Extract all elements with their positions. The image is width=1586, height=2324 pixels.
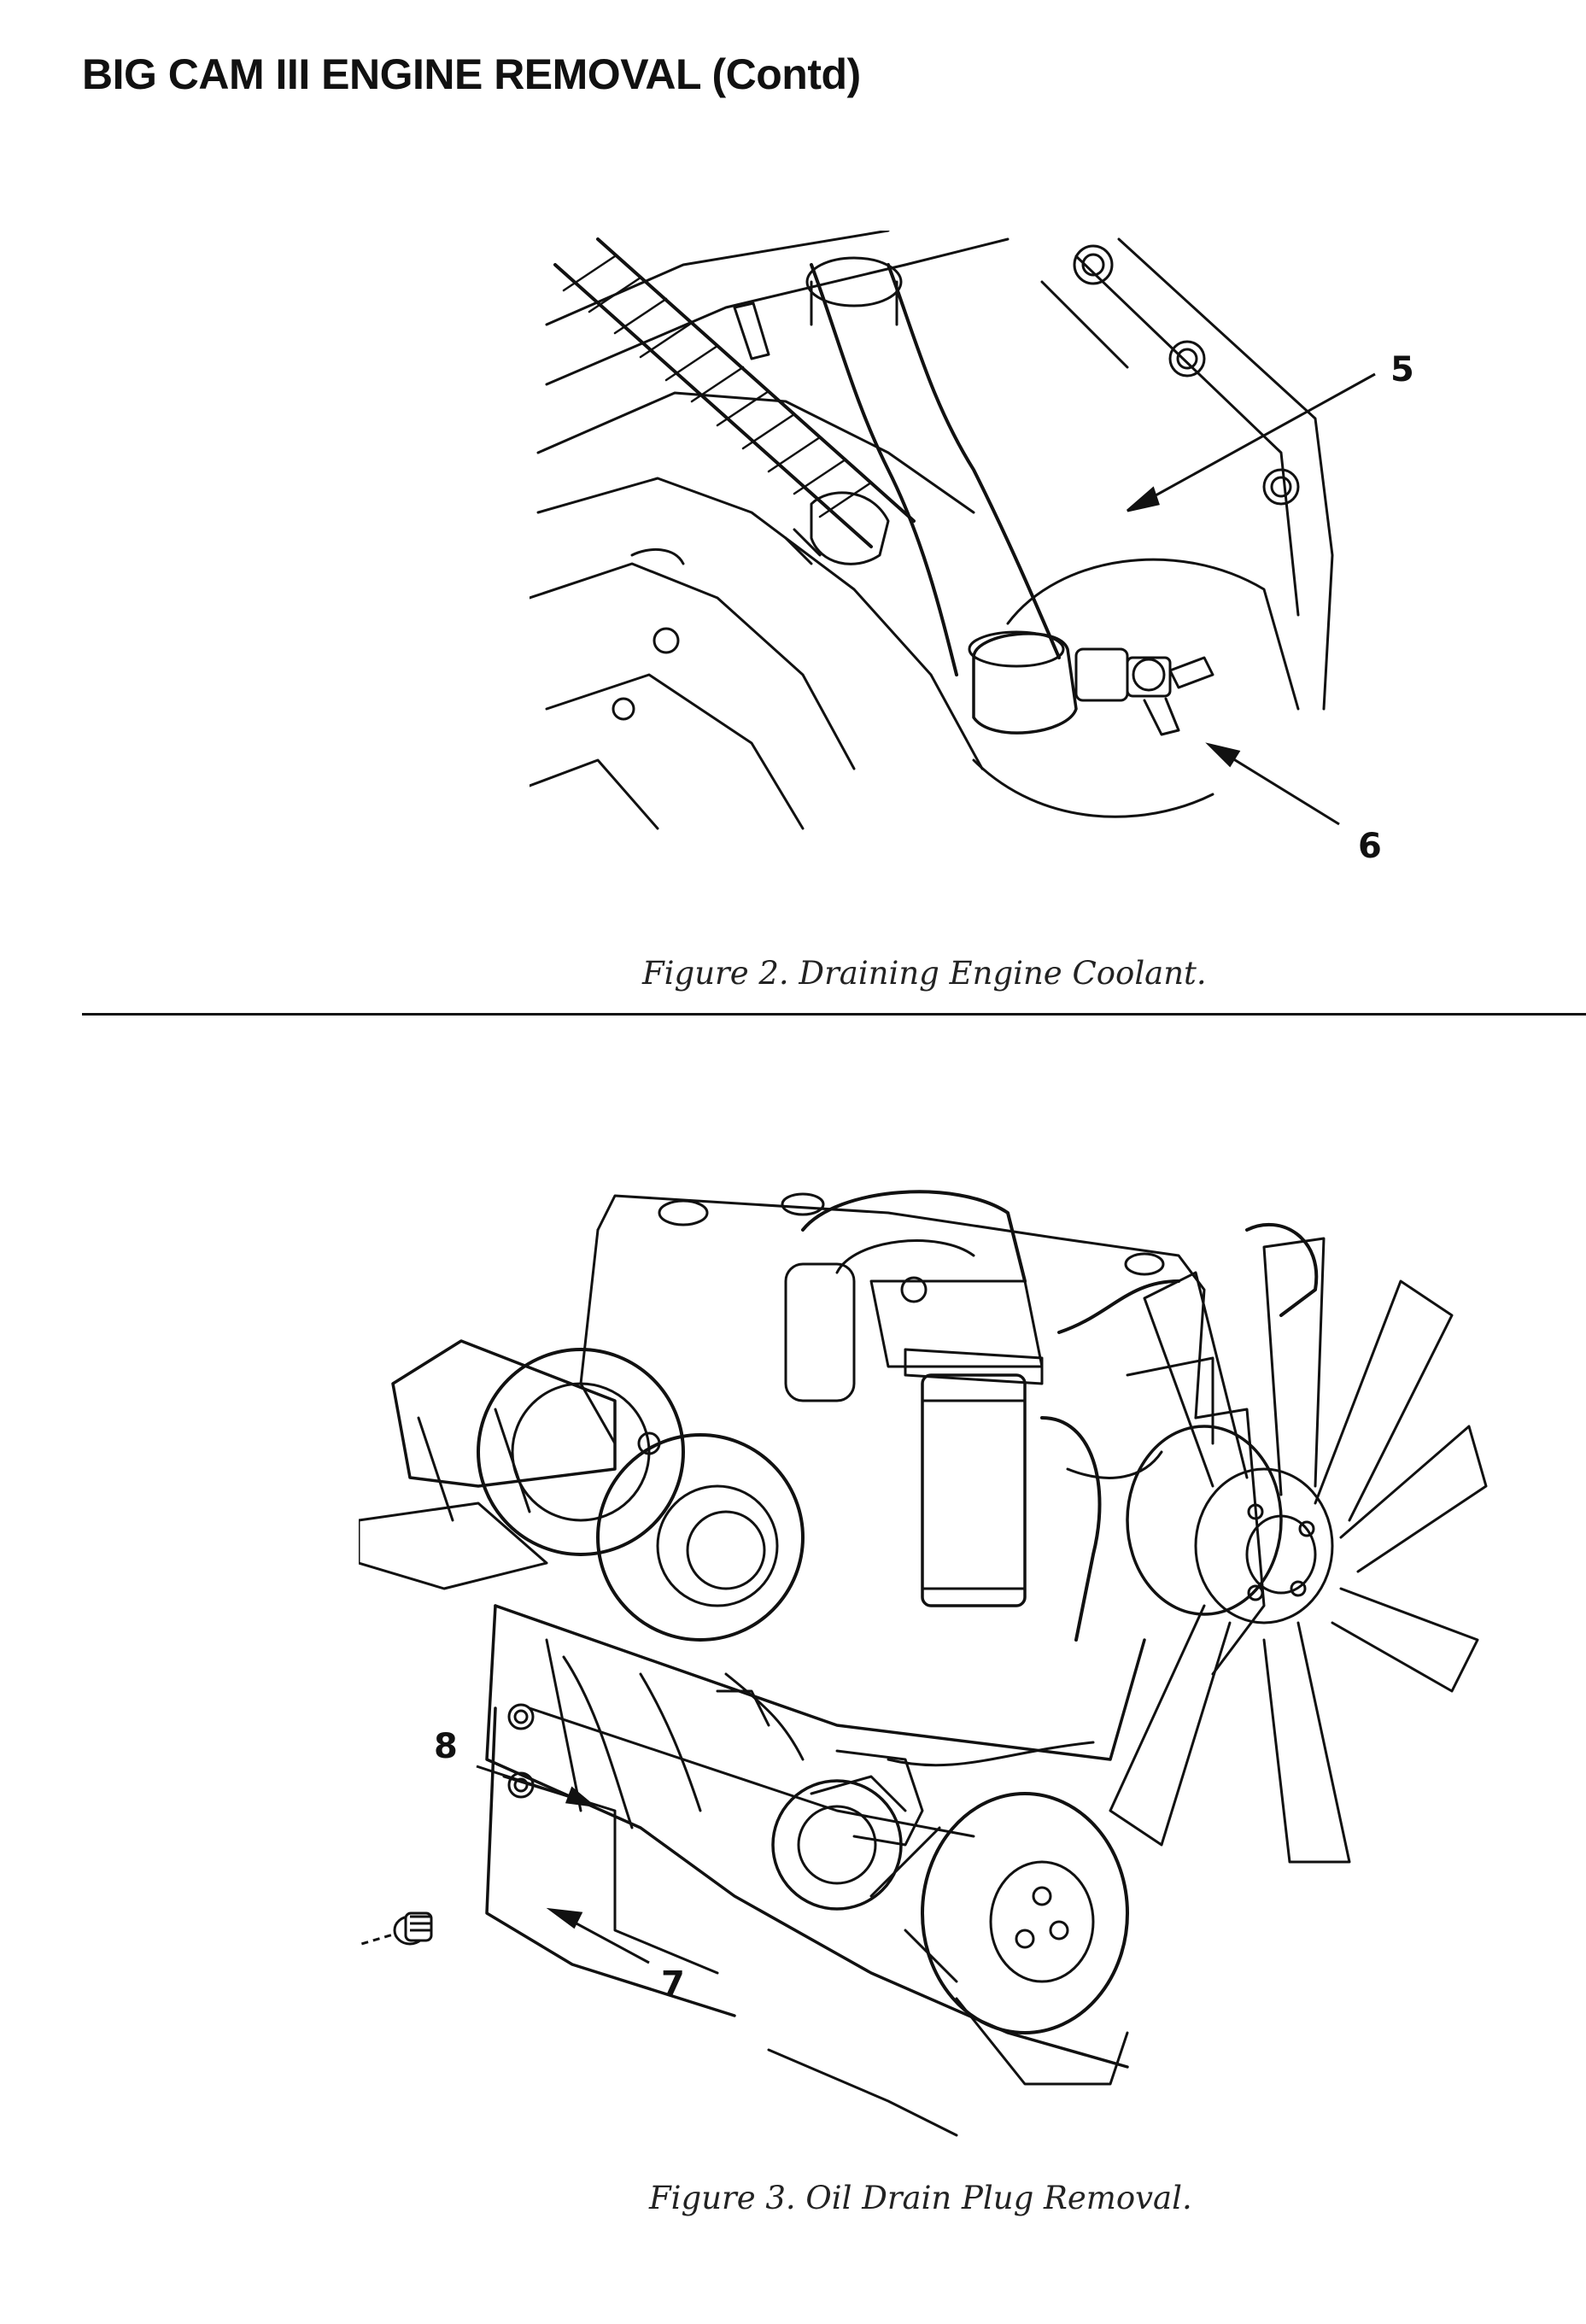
coolant-drain-drawing	[530, 231, 1334, 830]
callout-8: 8	[434, 1727, 458, 1766]
section-divider	[82, 1013, 1586, 1016]
figure-2-illustration	[530, 231, 1435, 846]
page-title: BIG CAM III ENGINE REMOVAL (Contd)	[82, 50, 861, 98]
oil-drain-plug	[359, 1911, 433, 1946]
engine-drawing	[359, 1190, 1488, 2137]
figure-3-caption: Figure 3. Oil Drain Plug Removal.	[649, 2180, 1192, 2216]
figure-2-caption: Figure 2. Draining Engine Coolant.	[642, 955, 1207, 992]
callout-5: 5	[1390, 350, 1414, 389]
callout-6: 6	[1358, 827, 1382, 866]
callout-7: 7	[661, 1964, 685, 2004]
figure-3-illustration	[359, 1162, 1503, 2186]
